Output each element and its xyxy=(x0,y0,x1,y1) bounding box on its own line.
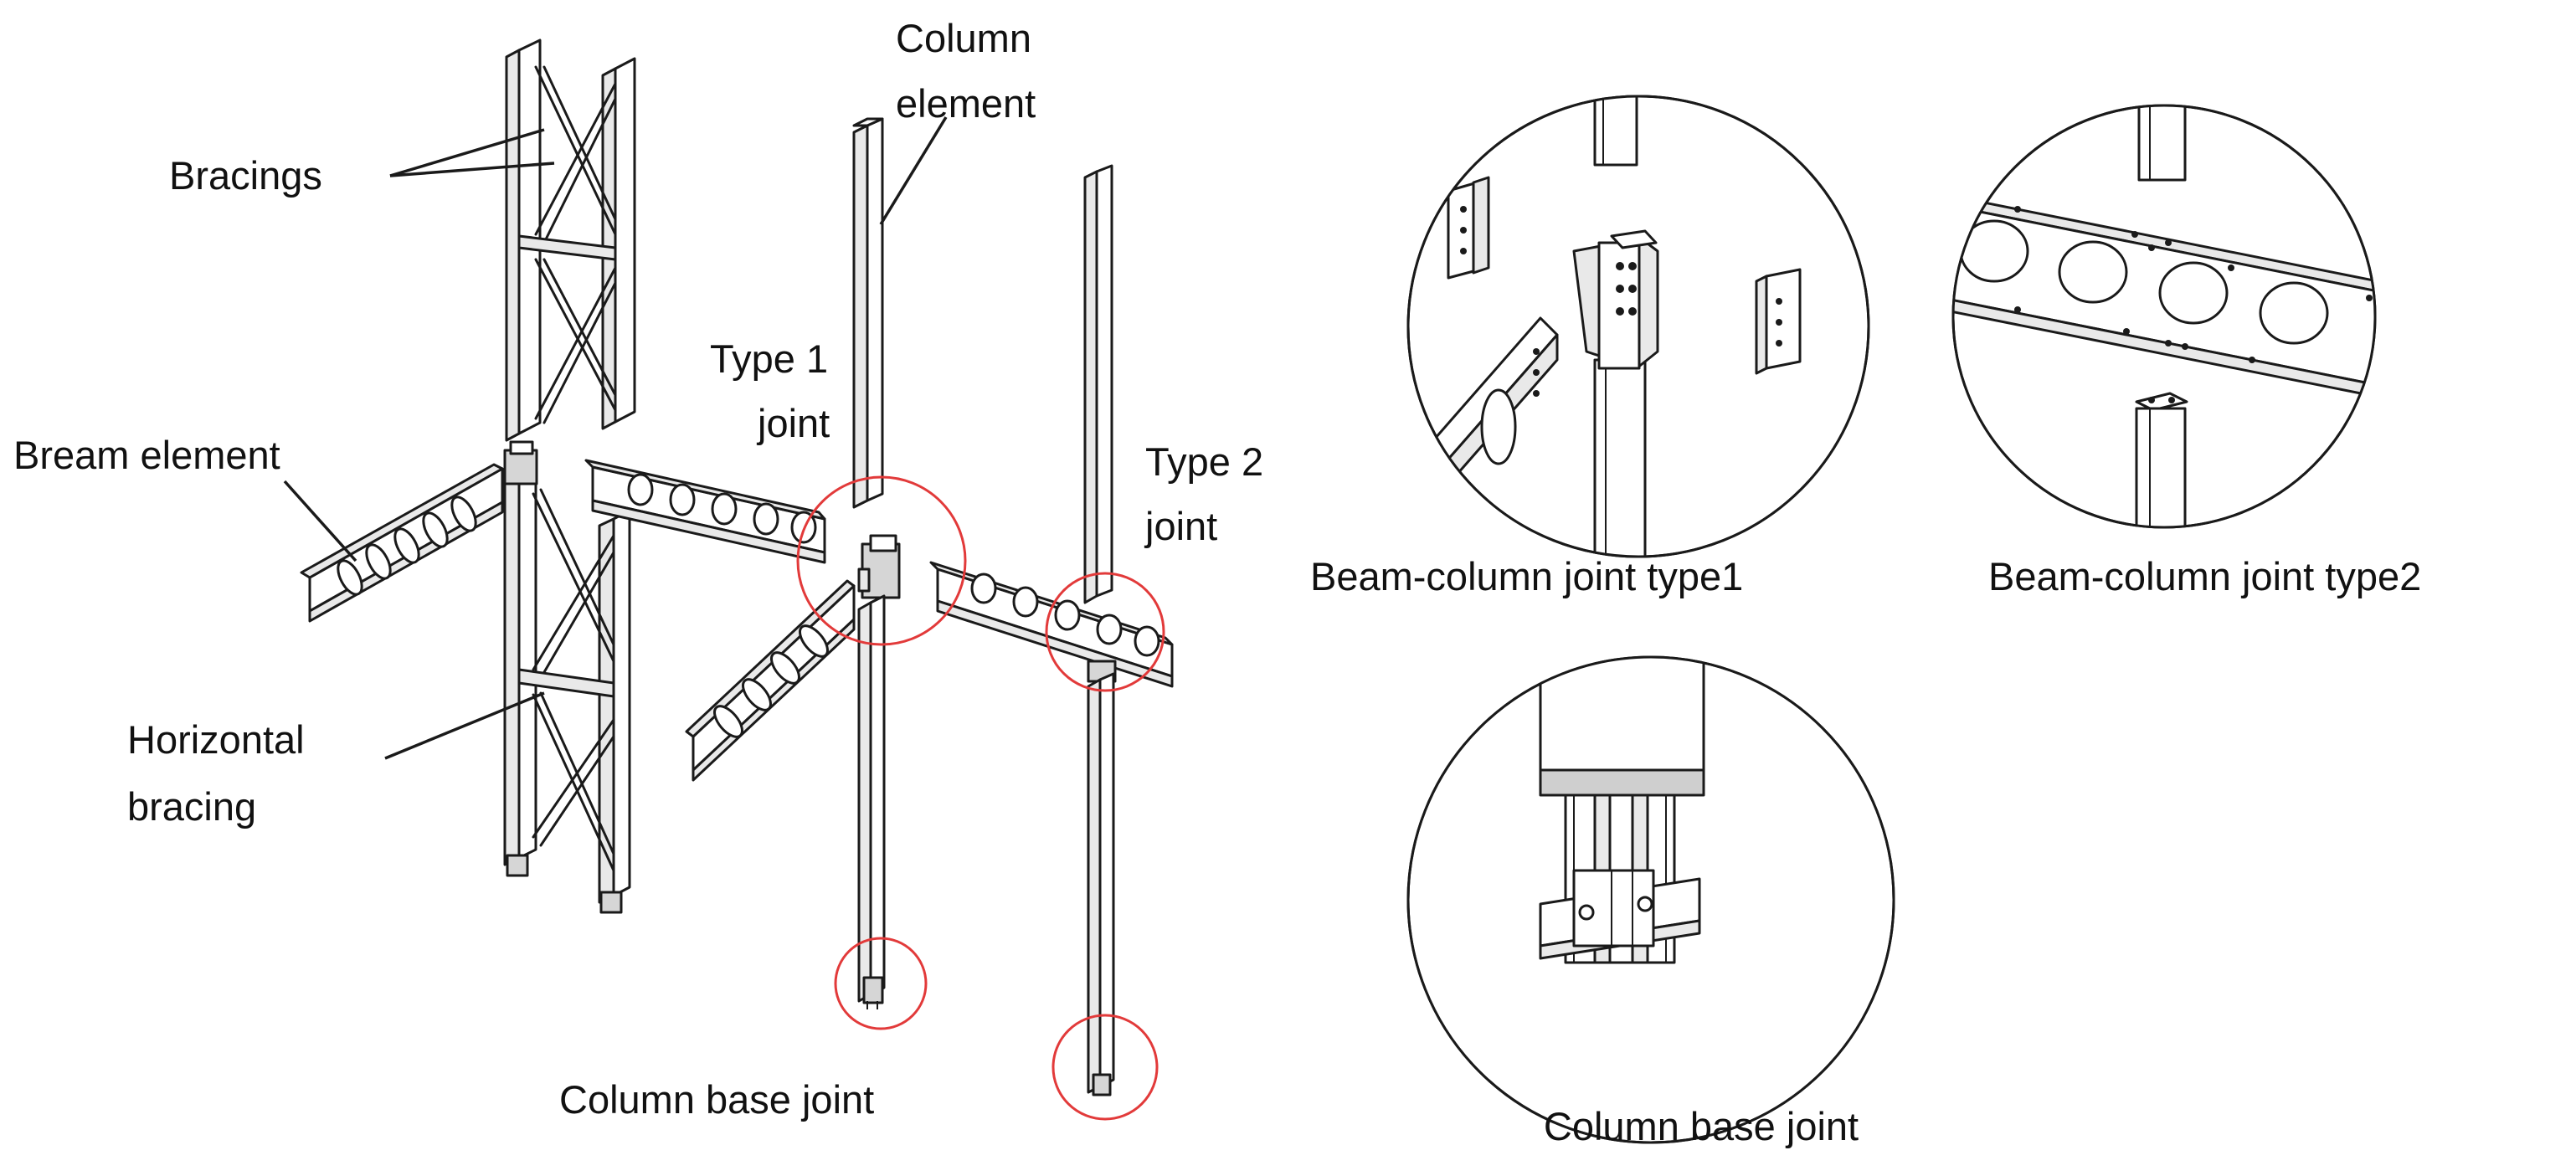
bracings-leader-2 xyxy=(389,162,555,177)
column-2 xyxy=(1083,164,1117,1096)
column-1 xyxy=(852,117,901,1009)
horizontal-bracing-label: Horizontal bracing xyxy=(127,717,316,829)
bream-element-label: Bream element xyxy=(13,433,280,477)
lower-braced-frame xyxy=(503,440,631,914)
column-element-leader xyxy=(879,116,948,225)
base-joint-highlight-2 xyxy=(1051,1014,1159,1121)
column-element-label: Column element xyxy=(896,16,1042,126)
bream-element-leader xyxy=(283,480,357,562)
type2-joint-highlight xyxy=(1045,572,1165,692)
column-base-joint-label-left: Column base joint xyxy=(559,1077,874,1122)
type1-joint-highlight xyxy=(796,475,967,646)
right-beam xyxy=(929,561,1174,688)
horizontal-bracing-leader xyxy=(384,691,545,760)
bracings-label: Bracings xyxy=(169,153,322,198)
type1-joint-label: Type 1 joint xyxy=(710,336,839,445)
bracings-leader-1 xyxy=(389,128,545,177)
base-joint-highlight-1 xyxy=(834,937,928,1030)
detail-base-illustration xyxy=(1406,655,1895,1144)
detail-base-label: Column base joint xyxy=(1544,1104,1859,1148)
top-beam xyxy=(584,459,826,564)
left-beam xyxy=(300,463,504,623)
detail-type1-illustration xyxy=(1406,95,1870,558)
upper-braced-frame xyxy=(505,39,636,442)
detail-type2-label: Beam-column joint type2 xyxy=(1988,554,2421,598)
detail-type2-illustration xyxy=(1951,104,2377,529)
type2-joint-label: Type 2 joint xyxy=(1144,439,1274,548)
detail-type1-label: Beam-column joint type1 xyxy=(1310,554,1743,598)
center-left-beam xyxy=(685,579,856,782)
